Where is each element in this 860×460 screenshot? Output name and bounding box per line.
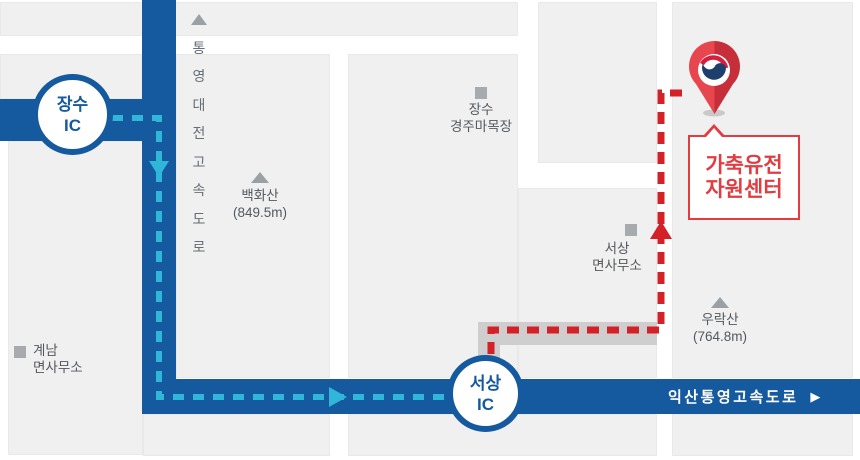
seosang-office-label: 서상 면사무소	[592, 241, 642, 273]
building-marker-icon	[475, 87, 487, 99]
highway-name-char: 영	[192, 68, 206, 85]
map-block	[518, 188, 657, 378]
mountain-icon	[711, 297, 729, 308]
jangsu-ic-badge: 장수 IC	[32, 74, 113, 155]
north-direction-icon	[191, 13, 207, 25]
highway-name-char: 대	[192, 96, 206, 113]
mountain-uraksan-label: 우락산 (764.8m)	[692, 312, 748, 344]
bottom-highway-name: 익산통영고속도로 ▶	[668, 388, 821, 407]
highway-name-char: 고	[192, 153, 206, 170]
building-marker-icon	[625, 224, 637, 236]
building-marker-icon	[14, 346, 26, 358]
destination-label: 가축유전 자원센터	[688, 135, 800, 220]
highway-name-char: 도	[192, 210, 206, 227]
map-block	[176, 54, 330, 378]
mountain-icon	[251, 172, 269, 183]
red-arrow-up-icon	[650, 221, 672, 239]
taegeuk-map-pin-icon	[688, 40, 740, 117]
highway-name-char: 전	[192, 125, 206, 142]
vertical-highway-name: 통 영 대 전 고 속 도 로	[189, 5, 209, 262]
mountain-baekhwasan-label: 백화산 (849.5m)	[232, 188, 288, 220]
cyan-arrow-down-icon	[149, 161, 169, 177]
highway-name-char: 로	[192, 239, 206, 256]
route-red-path	[487, 89, 686, 354]
highway-name-char: 속	[192, 182, 206, 199]
east-direction-icon: ▶	[810, 388, 821, 404]
racehorse-farm-label: 장수 경주마목장	[449, 102, 513, 134]
map-block	[538, 2, 657, 163]
map-block	[672, 414, 853, 456]
map-block	[0, 2, 518, 36]
seosang-ic-badge: 서상 IC	[447, 355, 524, 432]
highway-name-char: 통	[192, 39, 206, 56]
map-block	[143, 414, 330, 456]
cyan-arrow-right-icon	[329, 387, 347, 407]
route-cyan-path	[112, 115, 448, 400]
map-block	[8, 141, 143, 455]
gyenam-office-label: 계남 면사무소	[33, 343, 83, 375]
